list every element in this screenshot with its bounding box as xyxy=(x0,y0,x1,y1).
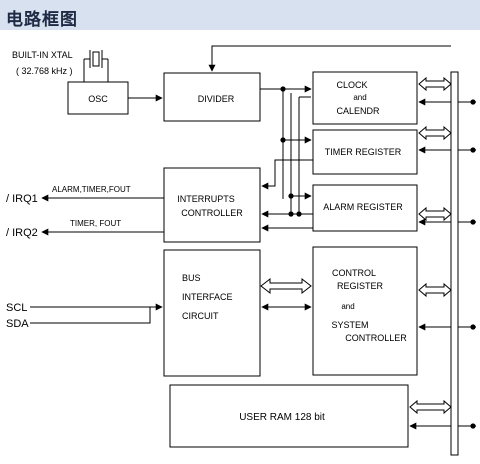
irq1-signal-label: ALARM,TIMER,FOUT xyxy=(52,185,131,194)
header-bar: 电路框图 xyxy=(0,0,480,30)
interrupts-controller-block xyxy=(163,167,261,243)
internal-bus xyxy=(450,71,459,456)
bus-interface-block xyxy=(163,249,261,377)
bidirectional-arrows xyxy=(260,76,452,415)
crystal-icon xyxy=(83,50,109,82)
divider-label: DIVIDER xyxy=(198,94,235,104)
clock-label-3: CALENDR xyxy=(336,106,380,116)
clock-label-2: and xyxy=(353,93,366,102)
irq2-label: / IRQ2 xyxy=(6,227,38,239)
bus-label-1: BUS xyxy=(182,273,201,283)
control-register-block xyxy=(312,246,418,376)
user-ram-label: USER RAM 128 bit xyxy=(239,412,325,423)
ctrl-label-5: CONTROLLER xyxy=(345,333,407,343)
freq-label: ( 32.768 kHz ) xyxy=(16,66,73,76)
user-ram-block xyxy=(169,384,409,448)
interrupts-label-2: CONTROLLER xyxy=(181,208,243,218)
xtal-label: BUILT-IN XTAL xyxy=(12,50,73,60)
junction-dots xyxy=(280,86,476,429)
clock-calendar-block xyxy=(312,71,418,125)
bus-label-2: INTERFACE xyxy=(182,292,233,302)
irq1-label: / IRQ1 xyxy=(6,193,38,205)
osc-label: OSC xyxy=(88,94,108,104)
osc-block xyxy=(67,81,129,115)
ctrl-label-3: and xyxy=(341,302,354,311)
page-title: 电路框图 xyxy=(6,10,78,30)
divider-block xyxy=(163,72,261,122)
sda-label: SDA xyxy=(6,318,29,330)
ctrl-label-1: CONTROL xyxy=(332,268,376,278)
irq2-signal-label: TIMER, FOUT xyxy=(70,219,121,228)
ctrl-label-4: SYSTEM xyxy=(331,320,368,330)
ctrl-label-2: REGISTER xyxy=(337,281,384,291)
clock-label-1: CLOCK xyxy=(336,80,367,90)
alarm-register-label: ALARM REGISTER xyxy=(323,202,403,212)
interrupts-label-1: INTERRUPTS xyxy=(177,194,235,204)
scl-label: SCL xyxy=(6,302,27,314)
bus-label-3: CIRCUIT xyxy=(182,311,219,321)
timer-register-label: TIMER REGISTER xyxy=(325,147,402,157)
timer-register-block xyxy=(312,129,418,175)
alarm-register-block xyxy=(312,184,418,232)
